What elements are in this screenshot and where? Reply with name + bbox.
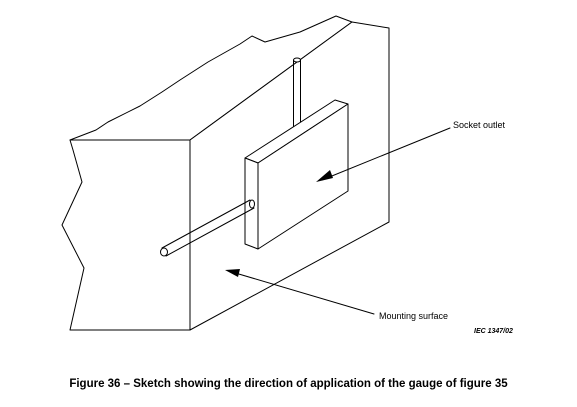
iec-reference-label: IEC 1347/02 xyxy=(474,328,513,335)
mounting-surface-label: Mounting surface xyxy=(379,311,449,321)
sketch-diagram xyxy=(61,15,451,331)
vertical-rod xyxy=(293,57,301,133)
wall-top-face xyxy=(69,15,353,141)
socket-outlet-block xyxy=(244,99,349,250)
figure-caption: Figure 36 – Sketch showing the direction… xyxy=(69,378,508,390)
socket-outlet-label: Socket outlet xyxy=(453,120,506,130)
socket-outlet-leader xyxy=(316,127,451,182)
wall-front-face xyxy=(61,139,191,331)
horizontal-rod xyxy=(160,199,255,257)
mounting-surface-leader xyxy=(225,269,375,315)
